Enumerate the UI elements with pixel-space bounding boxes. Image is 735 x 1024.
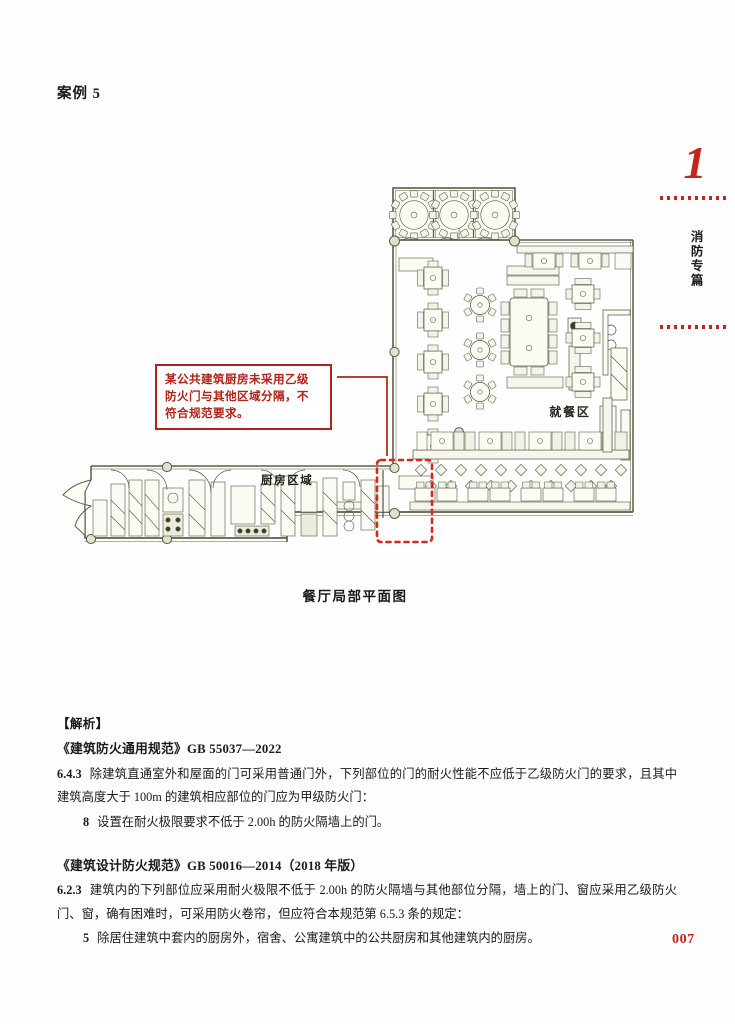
sub-clause-1-text: 设置在耐火极限要求不低于 2.00h 的防火隔墙上的门。 — [97, 814, 390, 829]
chapter-label: 消防专篇 — [688, 230, 703, 288]
clause-2-number: 6.2.3 — [57, 883, 82, 898]
annotation-line-1: 某公共建筑厨房未采用乙级 — [165, 373, 309, 386]
standard-title-1: 《建筑防火通用规范》GB 55037—2022 — [57, 742, 282, 757]
annotation-line-2: 防火门与其他区域分隔，不 — [165, 390, 309, 404]
sub-clause-2-number: 5 — [83, 931, 90, 946]
rail-dots-bottom-divider — [660, 325, 730, 329]
rail-dots-top-divider — [660, 196, 730, 200]
analysis-heading: 【解析】 — [57, 717, 109, 731]
page-number: 007 — [672, 932, 695, 947]
floorplan-drawing: 厨房区域 就餐区 — [62, 187, 634, 545]
annotation-callout: 某公共建筑厨房未采用乙级 防火门与其他区域分隔，不 符合规范要求。 — [155, 364, 332, 431]
standard-title-2: 《建筑设计防火规范》GB 50016—2014（2018 年版） — [57, 858, 364, 873]
clause-1-number: 6.4.3 — [57, 766, 82, 781]
annotation-line-3: 符合规范要求。 — [165, 407, 249, 421]
section-spacer — [57, 835, 677, 853]
kitchen-zone-label: 厨房区域 — [261, 473, 313, 487]
chapter-rail: 1 消防专篇 — [660, 140, 730, 350]
chapter-number: 1 — [683, 137, 707, 188]
sub-clause-2-text: 除居住建筑中套内的厨房外，宿舍、公寓建筑中的公共厨房和其他建筑内的厨房。 — [97, 931, 540, 946]
clause-2-text: 建筑内的下列部位应采用耐火极限不低于 2.00h 的防火隔墙与其他部位分隔，墙上… — [57, 883, 677, 921]
dining-zone-label: 就餐区 — [549, 404, 590, 419]
sub-clause-1: 8 设置在耐火极限要求不低于 2.00h 的防火隔墙上的门。 — [57, 811, 677, 835]
figure-floorplan: 厨房区域 就餐区 餐厅局部平面图 — [55, 170, 655, 610]
annotation-leader-line — [337, 376, 388, 456]
clause-1-text: 除建筑直通室外和屋面的门可采用普通门外，下列部位的门的耐火性能不应低于乙级防火门… — [57, 766, 677, 805]
sub-clause-2: 5 除居住建筑中套内的厨房外，宿舍、公寓建筑中的公共厨房和其他建筑内的厨房。 — [57, 927, 677, 951]
page-title: 案例 5 — [57, 86, 101, 102]
figure-caption: 餐厅局部平面图 — [302, 589, 408, 604]
sub-clause-1-number: 8 — [83, 814, 90, 829]
fire-door-highlight-box — [375, 458, 434, 544]
